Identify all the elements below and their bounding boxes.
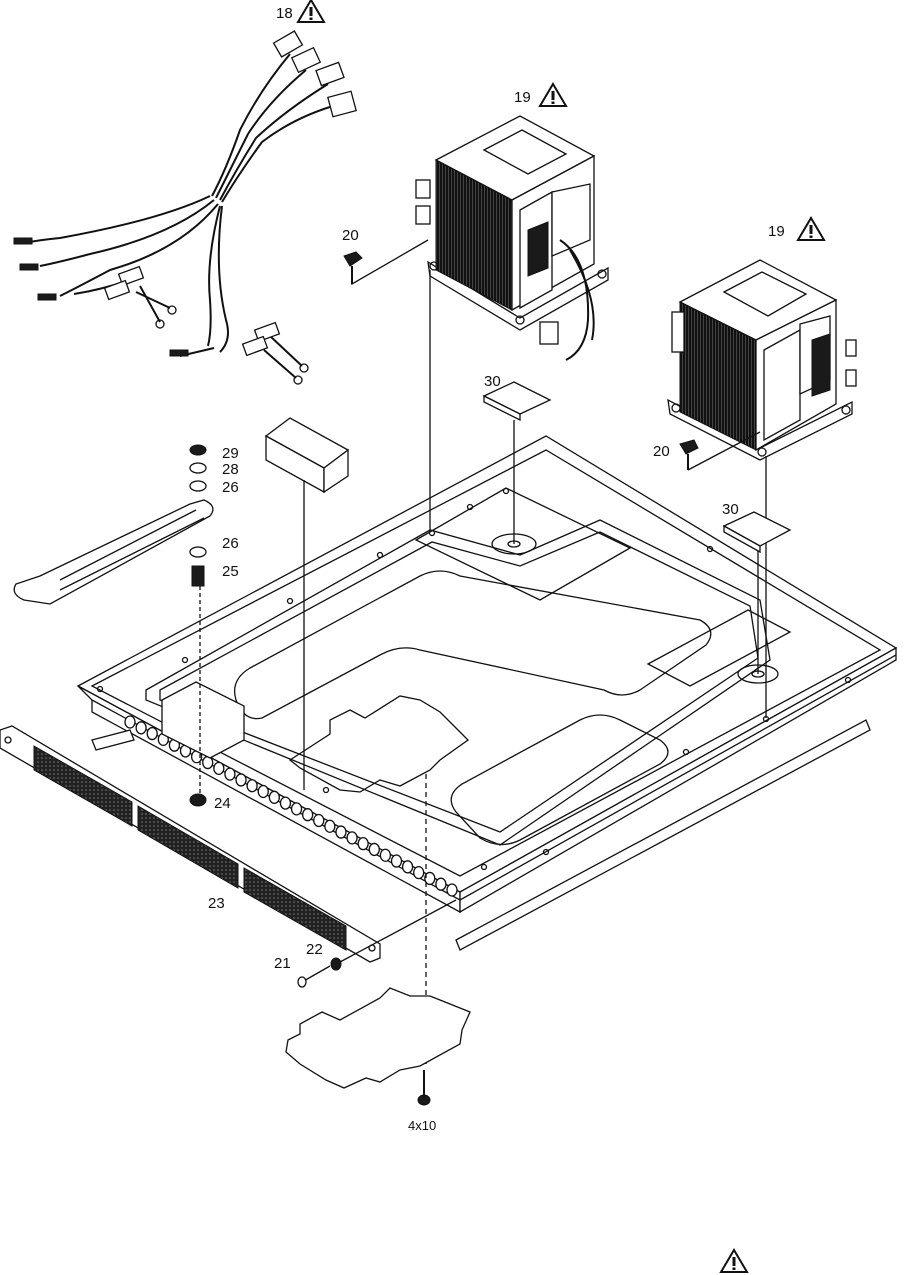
cover-block (266, 418, 348, 492)
connector-jack (403, 861, 413, 873)
connector-jack (125, 716, 135, 728)
pad-30b (724, 512, 790, 552)
connector-jack (314, 814, 324, 826)
connector-jack (414, 867, 424, 879)
connector-jack (247, 780, 257, 792)
label-19b: 19 (768, 223, 785, 240)
connector-jack (325, 820, 335, 832)
warning-triangle-icon (721, 1250, 747, 1272)
connector-jack (225, 768, 235, 780)
connector-jack (258, 786, 268, 798)
connector-jack (347, 832, 357, 844)
label-23: 23 (208, 895, 225, 912)
label-28: 28 (222, 461, 239, 478)
connector-jack (292, 803, 302, 815)
transformer-1 (416, 116, 608, 360)
bottom-cover-plate (286, 988, 470, 1088)
connector-jack (303, 809, 313, 821)
connector-jack (269, 791, 279, 803)
label-21: 21 (274, 955, 291, 972)
label-22: 22 (306, 941, 323, 958)
label-29: 29 (222, 445, 239, 462)
connector-jack (391, 855, 401, 867)
connector-jack (147, 728, 157, 740)
connector-jack (203, 757, 213, 769)
screw-20a (344, 240, 428, 284)
wire-harness (14, 31, 356, 384)
connector-jack (436, 878, 446, 890)
label-24: 24 (214, 795, 231, 812)
connector-jack (358, 838, 368, 850)
label-25: 25 (222, 563, 239, 580)
label-26a: 26 (222, 479, 239, 496)
connector-jack (369, 843, 379, 855)
label-20b: 20 (653, 443, 670, 460)
label-screw-4x10: 4x10 (408, 1118, 436, 1133)
transformer-2 (668, 260, 856, 460)
label-20a: 20 (342, 227, 359, 244)
connector-jack (214, 762, 224, 774)
warning-triangle-icon (298, 0, 324, 22)
label-30b: 30 (722, 501, 739, 518)
connector-jack (280, 797, 290, 809)
connector-jack (447, 884, 457, 896)
screw-4x10 (418, 1070, 430, 1105)
connector-jack (136, 722, 146, 734)
connector-jack (336, 826, 346, 838)
connector-jack (236, 774, 246, 786)
connector-jack (380, 849, 390, 861)
label-18: 18 (276, 5, 293, 22)
warning-triangle-icon (798, 218, 824, 240)
label-26b: 26 (222, 535, 239, 552)
label-30a: 30 (484, 373, 501, 390)
warning-triangle-icon (540, 84, 566, 106)
label-19a: 19 (514, 89, 531, 106)
